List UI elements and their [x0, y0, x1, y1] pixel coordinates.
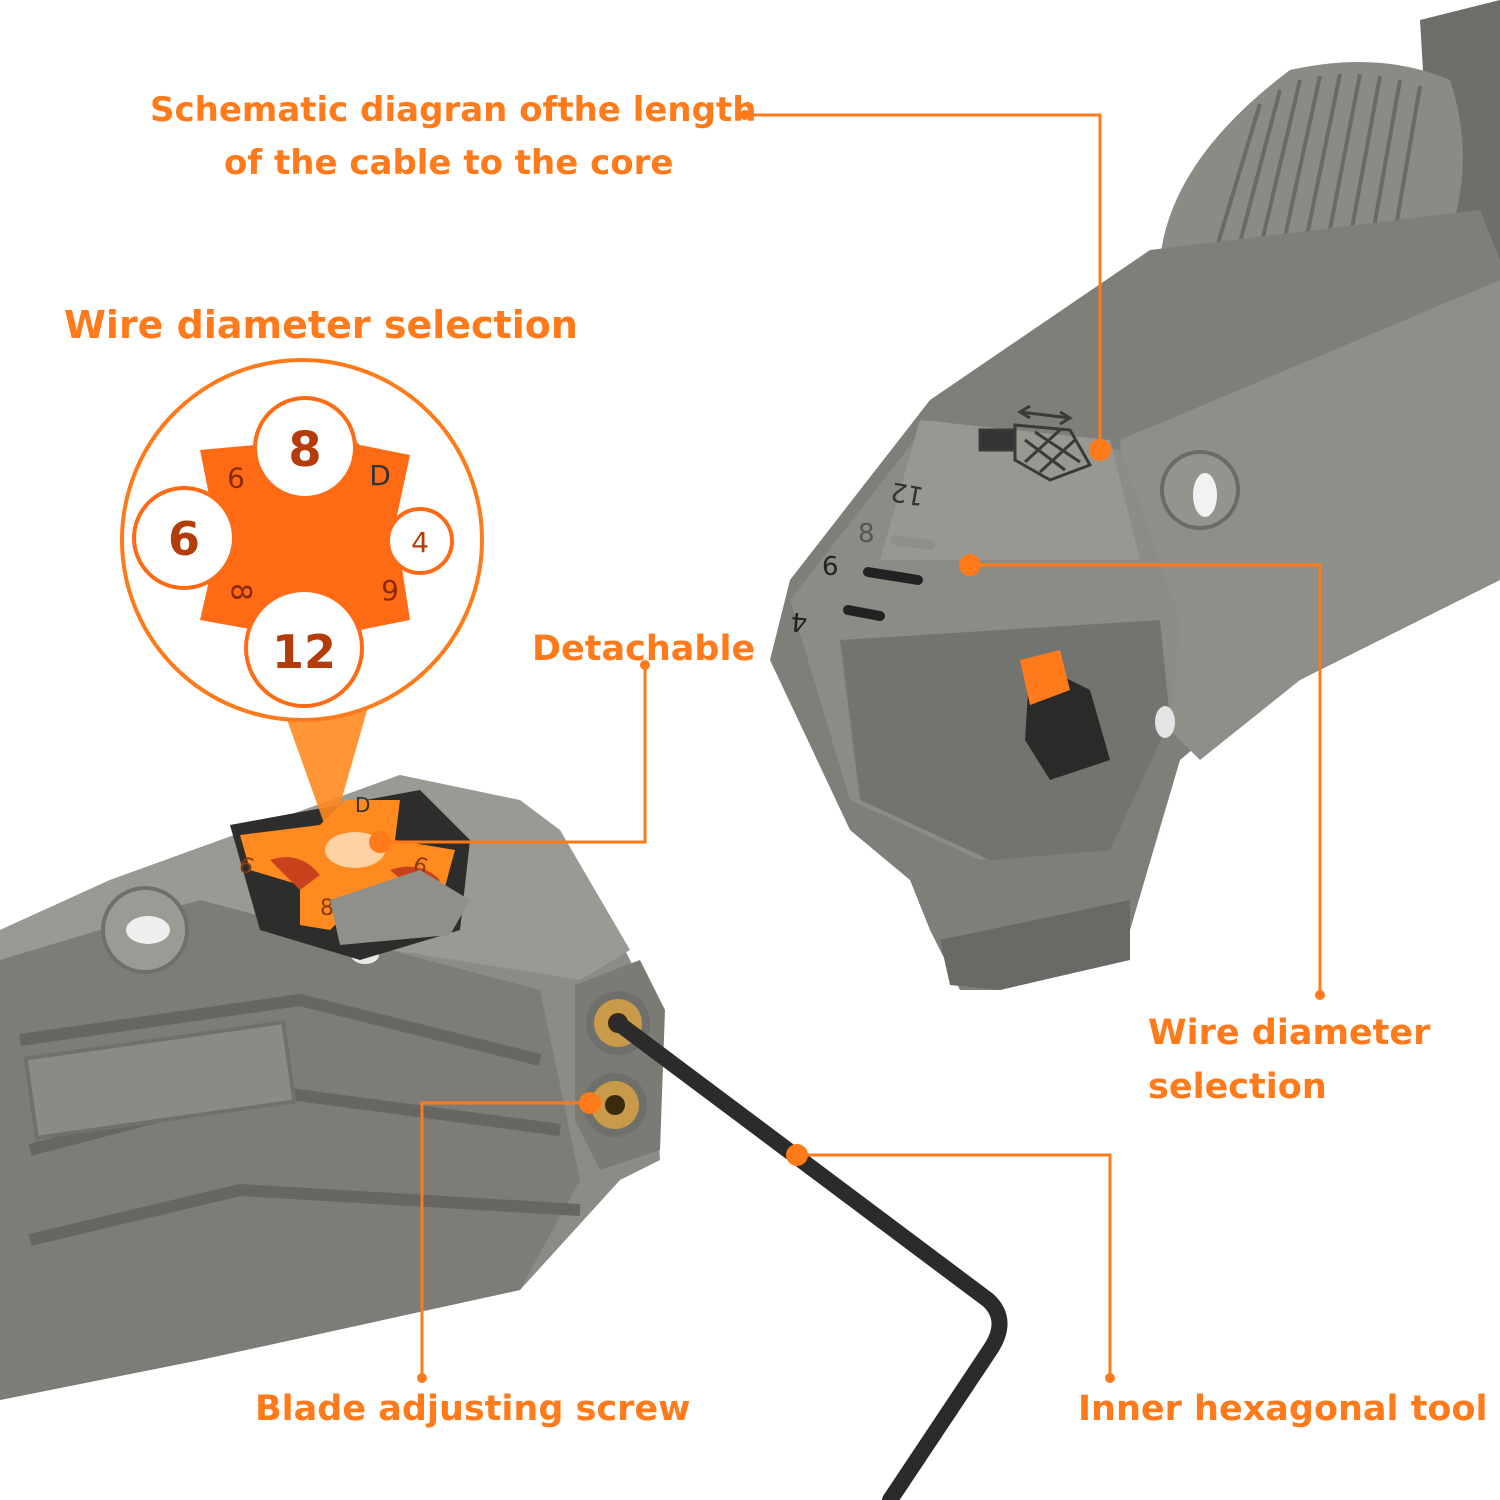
size-8: 8 — [288, 422, 321, 478]
cover-latch — [330, 870, 470, 945]
label-recess — [23, 1020, 297, 1140]
insert-zoom-callout: 8 6 4 12 9 D 8 9 — [120, 358, 484, 840]
scale-mark-4: 4 — [790, 606, 809, 637]
size-12: 12 — [272, 625, 336, 679]
left-stripper-tool: 9 9 8 D — [0, 775, 665, 1400]
insert-mark-top: D — [355, 793, 370, 817]
leader-hex — [797, 1153, 1112, 1378]
label-wire-right-line2: selection — [1148, 1067, 1327, 1108]
dot-wire-end — [1315, 990, 1325, 1000]
scale-mark-6: 6 — [822, 552, 839, 582]
label-schematic-line2: of the cable to the core — [224, 142, 674, 183]
label-inner-hexagonal-tool: Inner hexagonal tool — [1078, 1389, 1488, 1429]
mark-bottom-left: 8 — [225, 583, 258, 601]
diameter-scale-bars — [843, 535, 935, 621]
tool-side — [1120, 280, 1500, 760]
leader-wire-right — [970, 563, 1322, 995]
dot-hex-end — [1105, 1373, 1115, 1383]
small-pin — [1155, 706, 1175, 738]
allen-key — [610, 1015, 1008, 1500]
orange-insert — [1020, 650, 1070, 705]
zoom-cone — [280, 700, 370, 840]
label-schematic-line1: Schematic diagran ofthe length — [150, 90, 757, 130]
dot-hex-start — [786, 1144, 808, 1166]
scale-mark-12: 12 — [888, 475, 926, 510]
mark-top-right: D — [369, 459, 391, 492]
dot-schematic-end — [1089, 439, 1111, 461]
mark-bottom-right: 9 — [381, 574, 399, 607]
dot-wire-start — [959, 554, 981, 576]
cross-shape — [200, 420, 410, 655]
right-stripper-tool: 12 8 6 4 — [770, 0, 1500, 990]
mark-top-left: 9 — [227, 461, 245, 494]
dot-blade-end — [579, 1092, 601, 1114]
size-4: 4 — [411, 526, 429, 559]
leader-blade — [420, 1101, 590, 1378]
label-schematic-diagram: Schematic diagran ofthe length of the ca… — [150, 84, 756, 189]
leader-detachable — [380, 665, 647, 844]
cable-schematic-icon — [978, 404, 1093, 482]
leader-schematic — [745, 113, 1102, 450]
scale-plate — [880, 420, 1140, 560]
leader-lines — [380, 113, 1322, 1378]
label-detachable: Detachable — [532, 629, 756, 669]
label-wire-diameter-selection-top: Wire diameter selection — [64, 303, 578, 347]
dot-schematic-start — [740, 110, 750, 120]
head-lower — [840, 620, 1170, 860]
label-wire-right-line1: Wire diameter — [1148, 1013, 1431, 1053]
label-wire-diameter-selection-right: Wire diameter selection — [1148, 1006, 1430, 1115]
dot-detachable-start — [640, 660, 650, 670]
label-blade-adjusting-screw: Blade adjusting screw — [255, 1389, 691, 1429]
size-6: 6 — [168, 512, 200, 566]
tool-foot — [940, 900, 1130, 990]
dot-blade-start — [417, 1373, 427, 1383]
dot-detachable-end — [369, 831, 391, 853]
knurled-wheel — [1160, 62, 1463, 260]
callout-dots — [369, 110, 1325, 1383]
scale-mark-8: 8 — [858, 519, 875, 549]
